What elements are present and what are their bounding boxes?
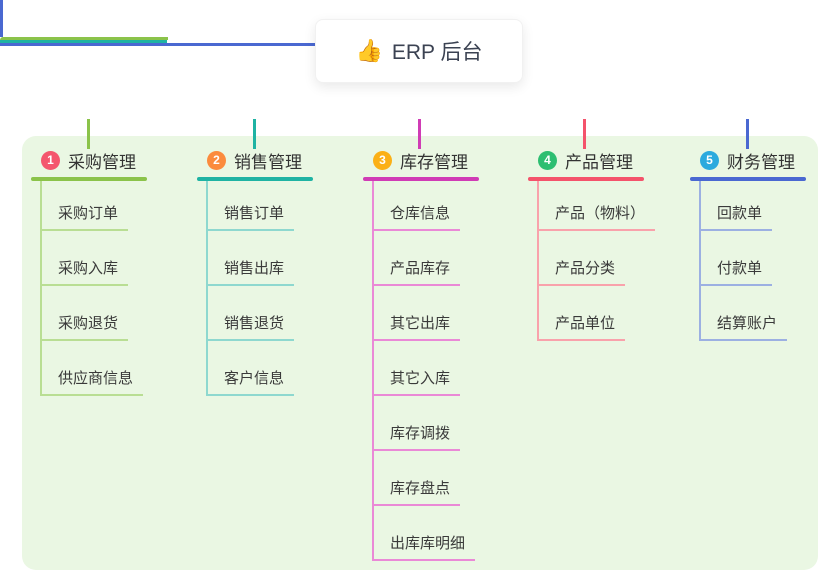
child-label: 客户信息 <box>208 367 295 396</box>
child-node[interactable]: 产品（物料） <box>539 181 668 231</box>
branch-children: 销售订单 销售出库 销售退货 客户信息 <box>206 181 337 396</box>
child-node[interactable]: 采购退货 <box>42 286 171 341</box>
child-node[interactable]: 结算账户 <box>701 286 830 341</box>
branch-children: 仓库信息 产品库存 其它出库 其它入库 库存调拨 库存盘点 出库库明细 <box>372 181 503 561</box>
root-connector-line <box>0 0 3 37</box>
child-node[interactable]: 回款单 <box>701 181 830 231</box>
child-label: 产品（物料） <box>539 202 656 231</box>
branch-product: 4 产品管理 产品（物料） 产品分类 产品单位 <box>528 146 668 341</box>
trunk-line-blue <box>0 43 331 46</box>
child-label: 出库库明细 <box>374 532 476 561</box>
child-node[interactable]: 销售退货 <box>208 286 337 341</box>
branch-underline <box>363 177 479 181</box>
child-label: 产品单位 <box>539 312 626 341</box>
branch-number-badge: 1 <box>41 150 60 170</box>
child-node[interactable]: 其它入库 <box>374 341 503 396</box>
child-node[interactable]: 库存盘点 <box>374 451 503 506</box>
branch-title-finance[interactable]: 5 财务管理 <box>690 146 830 174</box>
child-node[interactable]: 出库库明细 <box>374 506 503 561</box>
branch-title-product[interactable]: 4 产品管理 <box>528 146 668 174</box>
branch-drop-line <box>418 119 421 149</box>
branch-children: 采购订单 采购入库 采购退货 供应商信息 <box>40 181 171 396</box>
child-node[interactable]: 产品分类 <box>539 231 668 286</box>
child-label: 采购订单 <box>42 202 129 231</box>
child-node[interactable]: 销售订单 <box>208 181 337 231</box>
child-label: 销售退货 <box>208 312 295 341</box>
child-label: 产品库存 <box>374 257 461 286</box>
branch-finance: 5 财务管理 回款单 付款单 结算账户 <box>690 146 830 341</box>
branch-label: 库存管理 <box>400 152 468 172</box>
thumbs-up-icon: 👍 <box>355 38 383 63</box>
branch-label: 财务管理 <box>727 152 795 172</box>
branch-number-badge: 2 <box>207 150 226 170</box>
child-node[interactable]: 供应商信息 <box>42 341 171 396</box>
child-node[interactable]: 销售出库 <box>208 231 337 286</box>
branch-drop-line <box>746 119 749 149</box>
branch-underline <box>528 177 644 181</box>
child-label: 产品分类 <box>539 257 626 286</box>
child-label: 其它出库 <box>374 312 461 341</box>
trunk-line-teal <box>0 40 167 43</box>
child-node[interactable]: 产品库存 <box>374 231 503 286</box>
branch-underline <box>690 177 806 181</box>
branch-children: 产品（物料） 产品分类 产品单位 <box>537 181 668 341</box>
child-node[interactable]: 仓库信息 <box>374 181 503 231</box>
branch-drop-line <box>253 119 256 149</box>
branch-drop-line <box>87 119 90 149</box>
child-label: 回款单 <box>701 202 773 231</box>
child-node[interactable]: 客户信息 <box>208 341 337 396</box>
branch-inventory: 3 库存管理 仓库信息 产品库存 其它出库 其它入库 库存调拨 库存盘点 出库库… <box>363 146 503 561</box>
trunk-line-green <box>0 37 168 40</box>
child-label: 采购入库 <box>42 257 129 286</box>
branch-title-purchase[interactable]: 1 采购管理 <box>31 146 171 174</box>
root-node[interactable]: 👍 ERP 后台 <box>315 19 523 83</box>
branch-label: 产品管理 <box>565 152 633 172</box>
branch-children: 回款单 付款单 结算账户 <box>699 181 830 341</box>
child-node[interactable]: 其它出库 <box>374 286 503 341</box>
branch-label: 采购管理 <box>68 152 136 172</box>
child-node[interactable]: 产品单位 <box>539 286 668 341</box>
branch-number-badge: 4 <box>538 150 557 170</box>
child-label: 其它入库 <box>374 367 461 396</box>
branch-sales: 2 销售管理 销售订单 销售出库 销售退货 客户信息 <box>197 146 337 396</box>
child-label: 供应商信息 <box>42 367 144 396</box>
branch-label: 销售管理 <box>234 152 302 172</box>
child-node[interactable]: 库存调拨 <box>374 396 503 451</box>
child-label: 仓库信息 <box>374 202 461 231</box>
branch-drop-line <box>583 119 586 149</box>
branch-underline <box>197 177 313 181</box>
child-label: 销售订单 <box>208 202 295 231</box>
mindmap-background-panel <box>22 136 818 570</box>
child-node[interactable]: 采购入库 <box>42 231 171 286</box>
branch-title-sales[interactable]: 2 销售管理 <box>197 146 337 174</box>
branch-title-inventory[interactable]: 3 库存管理 <box>363 146 503 174</box>
child-label: 结算账户 <box>701 312 788 341</box>
child-node[interactable]: 采购订单 <box>42 181 171 231</box>
child-node[interactable]: 付款单 <box>701 231 830 286</box>
branch-purchase: 1 采购管理 采购订单 采购入库 采购退货 供应商信息 <box>31 146 171 396</box>
child-label: 库存盘点 <box>374 477 461 506</box>
branch-number-badge: 5 <box>700 150 719 170</box>
root-label: ERP 后台 <box>391 41 483 64</box>
child-label: 销售出库 <box>208 257 295 286</box>
branch-number-badge: 3 <box>373 150 392 170</box>
child-label: 付款单 <box>701 257 773 286</box>
branch-underline <box>31 177 147 181</box>
child-label: 库存调拨 <box>374 422 461 451</box>
child-label: 采购退货 <box>42 312 129 341</box>
